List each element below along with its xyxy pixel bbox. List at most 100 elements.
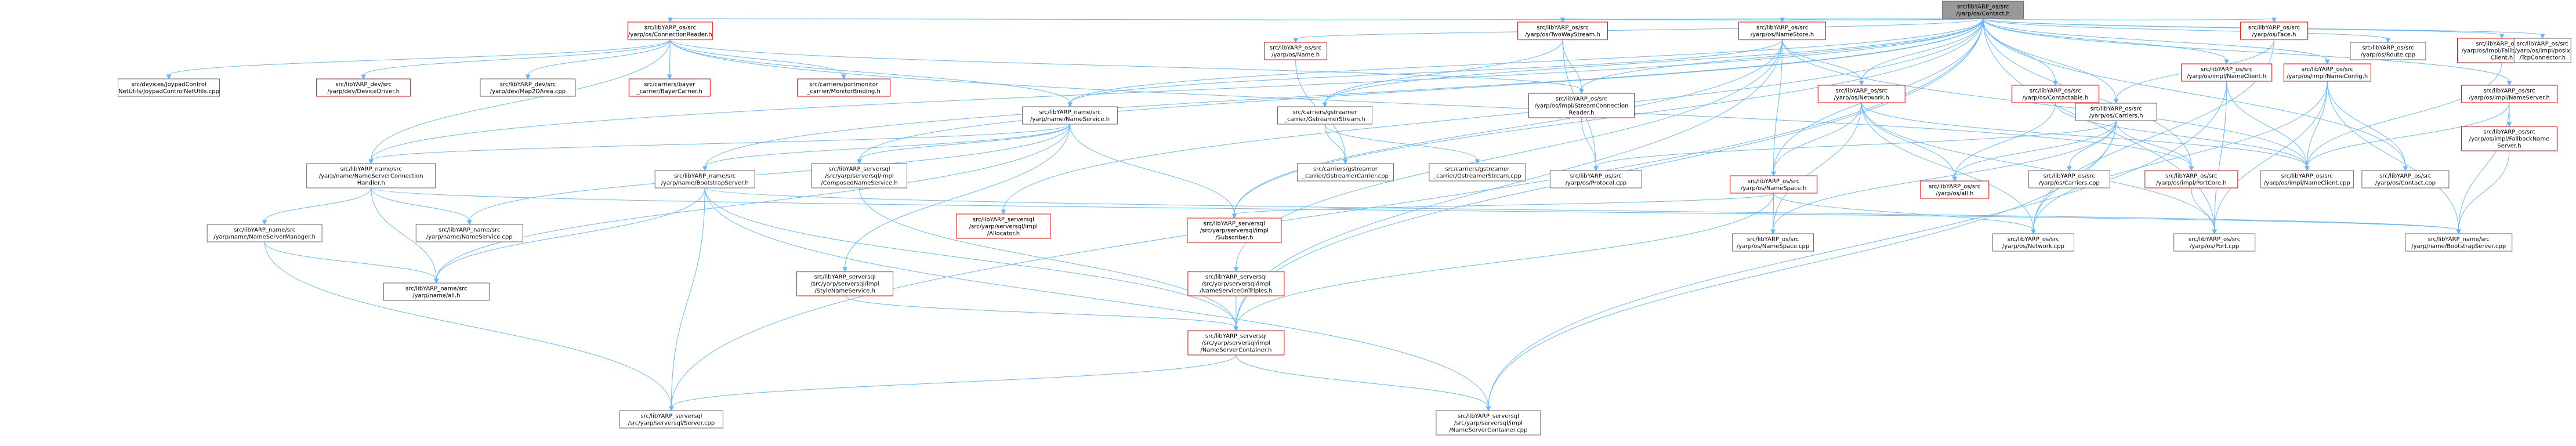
graph-node[interactable]: src/libYARP_serversql/src/yarp/serversql… [956,213,1051,239]
graph-node[interactable]: src/libYARP_name/src/yarp/name/NameServi… [1022,106,1118,125]
graph-node[interactable]: src/carriers/gstreamer_carrier/Gstreamer… [1429,163,1526,182]
graph-node[interactable]: src/libYARP_os/src/yarp/os/NameSpace.h [1730,175,1818,194]
node-label-line: src/libYARP_os/src [2281,173,2333,180]
node-label-line: /yarp/os/Face.h [2252,32,2296,38]
graph-node[interactable]: src/libYARP_os/src/yarp/os/impl/NameClie… [2181,63,2273,82]
graph-node[interactable]: src/libYARP_os/src/yarp/os/Name.h [1264,42,1328,60]
graph-node[interactable]: src/libYARP_name/src/yarp/name/NameServe… [206,224,323,242]
graph-node[interactable]: src/carriers/portmonitor_carrier/Monitor… [797,78,891,97]
graph-node[interactable]: src/libYARP_dev/src/yarp/dev/Map2DArea.c… [480,78,576,97]
node-label-line: src/libYARP_os/src [1270,45,1321,52]
edge-n0-n8 [1983,18,2227,61]
graph-node[interactable]: src/libYARP_os/src/yarp/os/Protocol.cpp [1549,170,1642,188]
graph-node[interactable]: src/libYARP_os/src/yarp/os/Face.h [2240,21,2308,40]
edge-n0-n20 [1861,18,1984,82]
node-label-line: /src/yarp/serversql/impl [1454,420,1523,427]
node-box [1549,170,1642,188]
edge-n32-n42 [2191,187,2215,231]
graph-node[interactable]: src/libYARP_os/src/yarp/os/NameStore.h [1738,21,1827,40]
graph-node[interactable]: src/libYARP_os/src/yarp/os/impl/NameClie… [2260,170,2354,188]
graph-node[interactable]: src/libYARP_os/src/yarp/os/impl/PortCore… [2144,170,2238,188]
graph-node[interactable]: src/libYARP_dev/src/yarp/dev/DeviceDrive… [316,78,411,97]
graph-node[interactable]: src/libYARP_os/src/yarp/os/Contactable.h [2011,85,2099,103]
node-box [2350,42,2426,60]
node-box [811,163,908,188]
node-label-line: /yarp/os/impl/NameConfig.h [2287,74,2368,80]
graph-node[interactable]: src/libYARP_name/src/yarp/name/NameServi… [415,224,523,242]
node-label-line: /src/yarp/serversql/impl [969,224,1038,230]
graph-node[interactable]: src/libYARP_os/src/yarp/os/Carriers.cpp [2028,170,2110,188]
graph-node[interactable]: src/libYARP_os/src/yarp/os/Route.cpp [2350,42,2426,60]
node-box [1429,163,1526,182]
graph-node[interactable]: src/libYARP_os/src/yarp/os/impl/posix/Tc… [2513,38,2571,63]
graph-node[interactable]: src/libYARP_name/src/yarp/name/all.h [383,282,490,301]
graph-node[interactable]: src/libYARP_serversql/src/yarp/serversql… [619,410,723,429]
edge-n0-n42 [1983,18,2215,231]
graph-node[interactable]: src/carriers/bayer_carrier/BayerCarrier.… [628,78,711,97]
node-label-line: _carrier/GstreamerStream.cpp [1433,173,1521,180]
node-label-line: src/libYARP_name/src [1039,110,1100,116]
graph-node[interactable]: src/libYARP_serversql/src/yarp/serversql… [811,163,908,188]
edge-n24-n48 [671,187,705,408]
graph-node[interactable]: src/libYARP_serversql/src/yarp/serversql… [1187,330,1285,356]
graph-node[interactable]: src/devices/JoypadControlNetUtils/Joypad… [117,78,220,97]
graph-node[interactable]: src/libYARP_serversql/src/yarp/serversql… [796,271,894,296]
graph-node[interactable]: src/libYARP_name/src/yarp/name/NameServe… [306,163,436,188]
node-box [1187,271,1285,296]
graph-node[interactable]: src/libYARP_os/src/yarp/os/Network.h [1817,85,1905,103]
edge-n18-n26 [1324,124,1346,161]
node-label-line: src/libYARP_serversql [1205,333,1267,340]
node-label-line: /yarp/os/impl/StreamConnection [1535,103,1629,110]
edge-n18-n27 [1324,124,1478,161]
node-label-line: src/libYARP_os/src [2476,41,2527,48]
edge-arrowhead [2224,59,2229,65]
graph-node[interactable]: src/libYARP_serversql/src/yarp/serversql… [1187,217,1282,243]
edge-n24-n49 [704,187,1489,408]
graph-node[interactable]: src/libYARP_os/src/yarp/os/all.h [1920,180,1990,199]
node-box [2405,233,2513,252]
node-box [2260,170,2354,188]
node-label-line: src/libYARP_os/src [2483,88,2535,95]
graph-node[interactable]: src/libYARP_os/src/yarp/os/Carriers.h [2075,103,2157,121]
node-label-line: /yarp/os/Carriers.cpp [2039,180,2100,187]
node-label-line: src/libYARP_os/src [2189,237,2240,243]
node-label-line: /yarp/os/Contactable.h [2023,95,2089,101]
edge-n3-n19 [1562,39,1582,90]
graph-node[interactable]: src/libYARP_os/src/yarp/os/TwoWayStream.… [1517,21,1608,40]
edge-arrowhead [1233,326,1239,332]
node-label-line: src/libYARP_os/src [1556,96,1607,103]
graph-node[interactable]: src/libYARP_serversql/src/yarp/serversql… [1187,271,1285,296]
graph-node[interactable]: src/libYARP_serversql/src/yarp/serversql… [1436,410,1541,436]
graph-node[interactable]: src/libYARP_os/src/yarp/os/impl/Fallback… [2461,126,2557,151]
graph-node[interactable]: src/libYARP_os/src/yarp/os/NameSpace.cpp [1732,233,1814,252]
edge-n0-n6 [1983,18,2389,39]
node-label-line: /yarp/os/impl/PortCore.h [2156,180,2226,187]
node-label-line: NetUtils/JoypadControlNetUtils.cpp [118,89,219,95]
edge-n4-n17 [1070,39,1783,104]
edge-arrowhead [2499,34,2505,39]
graph-node[interactable]: src/libYARP_os/src/yarp/os/Network.cpp [1992,233,2074,252]
edge-n4-n47 [1236,39,1783,328]
graph-node[interactable]: src/libYARP_os/src/yarp/os/Port.cpp [2173,233,2256,252]
graph-node[interactable]: src/libYARP_name/src/yarp/name/Bootstrap… [654,170,755,188]
node-box [628,78,711,97]
edge-arrowhead [1067,102,1073,108]
node-label-line: src/carriers/portmonitor [809,82,879,88]
graph-node[interactable]: src/carriers/gstreamer_carrier/Gstreamer… [1296,163,1394,182]
graph-node[interactable]: src/libYARP_os/src/yarp/os/Contact.cpp [2361,170,2450,188]
graph-node[interactable]: src/carriers/gstreamer_carrier/Gstreamer… [1277,106,1373,125]
node-label-line: /ComposedNameService.h [821,180,897,187]
edge-n23-n36 [264,187,372,222]
edge-n8-n42 [2214,81,2227,231]
edge-arrowhead [702,166,708,172]
edge-n17-n37 [469,124,1071,222]
node-label-line: src/libYARP_os/src [2517,41,2568,48]
graph-node[interactable]: src/libYARP_os/src/yarp/os/impl/NameConf… [2283,63,2371,82]
graph-node[interactable]: src/libYARP_os/src/yarp/os/impl/NameServ… [2461,85,2557,103]
graph-node[interactable]: src/libYARP_os/src/yarp/os/ConnectionRea… [627,21,713,40]
graph-node[interactable]: src/libYARP_os/src/yarp/os/impl/StreamCo… [1528,93,1635,118]
edge-n1-n23 [371,39,671,161]
edge-arrowhead [1474,159,1480,165]
graph-node[interactable]: src/libYARP_name/src/yarp/name/Bootstrap… [2405,233,2513,252]
edge-n21-n30 [1954,102,2056,178]
